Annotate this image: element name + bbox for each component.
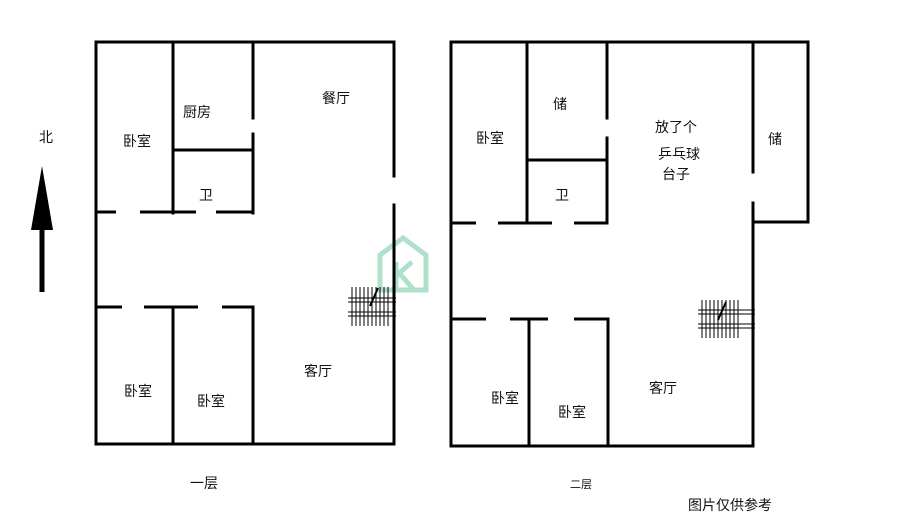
floor2-bedroom-nw-label: 卧室: [476, 130, 504, 147]
floor1-door-dashes: [96, 210, 253, 309]
floor2-title: 二层: [570, 478, 592, 491]
floor2-pingpong-label-line1: 放了个: [655, 120, 697, 136]
floor1-bedroom-s-label: 卧室: [197, 393, 225, 410]
floor2-living-label: 客厅: [649, 380, 677, 397]
floor2-bathroom-label: 卫: [555, 188, 569, 204]
floor1-stairs-icon: [348, 287, 396, 326]
floor2-stairs-icon: [698, 300, 755, 338]
floor2-bedroom-sw-label: 卧室: [491, 390, 519, 407]
north-arrow-icon: [31, 166, 53, 292]
floor1-walls: [94, 40, 396, 446]
north-label: 北: [39, 130, 53, 146]
floor1-kitchen-label: 厨房: [183, 105, 211, 121]
floor2-storage-n-label: 储: [553, 97, 567, 113]
floor1-bathroom-label: 卫: [199, 188, 213, 204]
floor2-walls: [449, 40, 810, 448]
floor1-title: 一层: [190, 476, 218, 492]
floor2-pingpong-label-line3: 台子: [662, 167, 690, 183]
floor2-door-dashes: [451, 221, 608, 321]
watermark-logo-icon: [377, 234, 429, 293]
floor1-bedroom-sw-label: 卧室: [124, 383, 152, 400]
floor1-bedroom-nw-label: 卧室: [123, 133, 151, 150]
floor1-dining-label: 餐厅: [322, 91, 350, 107]
disclaimer-text: 图片仅供参考: [688, 497, 772, 514]
floor1-living-label: 客厅: [304, 363, 332, 380]
floor2-storage-e-label: 储: [768, 132, 782, 148]
floor2-pingpong-label-line2: 乒乓球: [658, 147, 700, 163]
floor2-bedroom-s-label: 卧室: [558, 404, 586, 421]
